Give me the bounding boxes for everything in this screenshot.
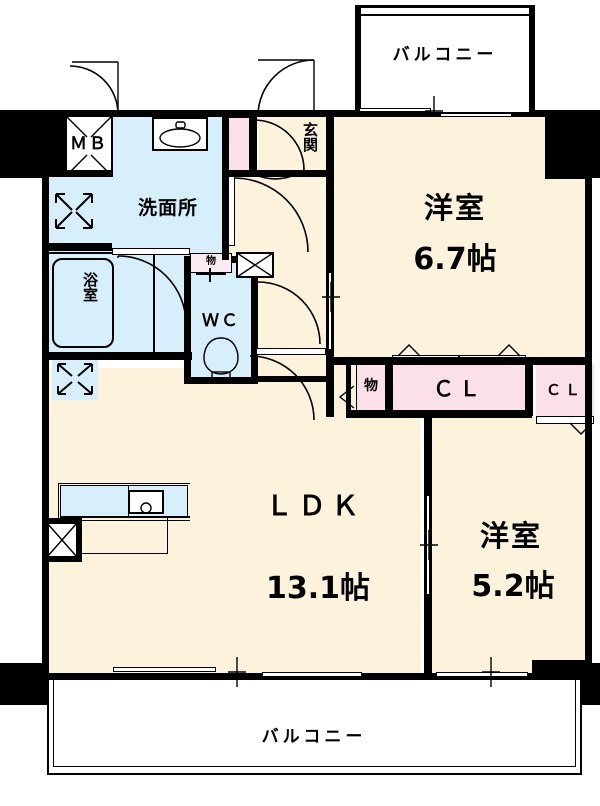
balcony-top-rail [359,14,531,16]
hall-door-bottom [249,355,315,421]
bathtub-icon [52,258,114,348]
wall-mb-bottom [42,170,112,177]
bedroom-north-name: 洋室 [423,191,486,225]
bedroom-north-floor-ext [330,175,592,362]
structural-wall-top-left-2 [0,110,60,178]
washroom-label: 洗面所 [137,197,198,219]
balcony-bottom-rail-outer [47,680,582,775]
wall-washroom-bottom [42,243,112,251]
kitchen-sink-icon [128,490,164,514]
closet-large-label: ＣＬ [433,377,485,401]
kitchen-island-outline [58,483,190,521]
balcony-bottom-door-mark-2 [482,657,500,687]
balcony-bottom-door-b [262,672,362,677]
kitchen-faucet-icon [140,502,152,514]
wall-genkan-bottom [222,170,332,177]
toilet-label: ＷＣ [202,311,240,331]
balcony-top-label: バルコニー [392,45,498,65]
kitchen-counter-front [60,516,190,518]
bedroom-south-name: 洋室 [479,519,542,553]
meter-box-label: ＭＢ [70,134,108,154]
sink-icon [159,121,201,148]
storage-hall-label: 物 [364,378,378,394]
wall-closet-divider-1 [386,364,393,416]
toilet-bowl-icon [203,337,239,379]
wall-outer-right [585,110,592,680]
wall-closet-bottom [346,410,532,418]
wall-genkan-left [250,117,257,177]
ldk-floor [42,368,420,678]
wall-bedroom-south-notch [532,660,592,680]
wall-bedroom-north-bottom [326,357,592,365]
closet-large [392,364,526,416]
hall-door-panel-lower [256,348,326,355]
wall-top-right-seg [330,110,358,117]
wall-hall-ldk-divider [251,376,333,382]
storage-wc-label: 物 [206,256,216,267]
wall-top-right-seg2 [532,110,592,117]
closet-small-label: ＣＬ [545,381,584,399]
wall-bath-bottom [42,352,192,360]
wall-closet-left-end [346,364,351,416]
closet-small [536,364,594,416]
hall-door-upper [233,177,309,253]
hall-door-panel-upper [228,172,235,246]
wall-closet-divider-2 [525,364,533,416]
wall-washroom-right-2 [222,165,229,260]
meter-box [65,115,113,177]
wall-bedroom-north-left [326,110,334,365]
balcony-bottom-rail-inner [53,680,576,767]
bedroom-south-floor [432,415,592,678]
storage-wc [190,253,232,273]
balcony-top-wall-top [355,5,535,8]
wall-outer-left [42,110,49,680]
pipe-shaft-x-icon [236,252,274,278]
storage-wc-handle [196,273,226,275]
balcony-top-door-b [440,113,512,117]
balcony-top-wall-right [529,5,535,117]
storage-wc-handle-v [209,268,211,282]
toilet-floor [190,262,252,380]
vent-arrow-icon-1 [55,193,93,229]
entrance-door [257,59,315,117]
wall-right-notch [545,110,552,178]
ldk-area: 13.1帖 [265,571,371,606]
closet-large-door-mark-left [397,344,421,357]
ldk-name: ＬＤＫ [265,491,365,522]
entrance-label: 玄関 [301,122,319,152]
vent-arrow-icon-2 [57,363,93,395]
bedroom-south-door-mark [420,530,438,560]
balcony-top-door-a [359,108,431,112]
bathroom-label: 浴室 [81,272,99,302]
genkan-floor [258,117,330,177]
storage-hall [356,364,386,416]
wall-outer-top-left [42,110,332,117]
hall-door-lower [257,281,321,345]
balcony-bottom-door-mark-1 [228,657,246,687]
wall-hall-right [326,357,334,417]
balcony-bottom-door-a [113,667,216,672]
closet-large-door-mark-right [497,344,521,357]
balcony-top-wall-left [355,5,361,117]
bedroom-north-area: 6.7帖 [413,242,497,277]
bedroom-north-door-mark [322,282,340,312]
bedroom-south-area: 5.2帖 [471,569,555,604]
bathroom-door [117,255,187,325]
balcony-bottom-label: バルコニー [261,727,367,747]
wall-right-notch-h [545,172,592,179]
balcony-top-area [355,5,535,115]
entrance-inner-door [253,119,305,180]
bathroom-door-panel [112,248,190,255]
kitchen-stove-x-icon [46,522,78,558]
closet-small-doors [536,416,594,424]
meter-box-door [69,61,119,115]
balcony-bottom-area [47,680,582,775]
